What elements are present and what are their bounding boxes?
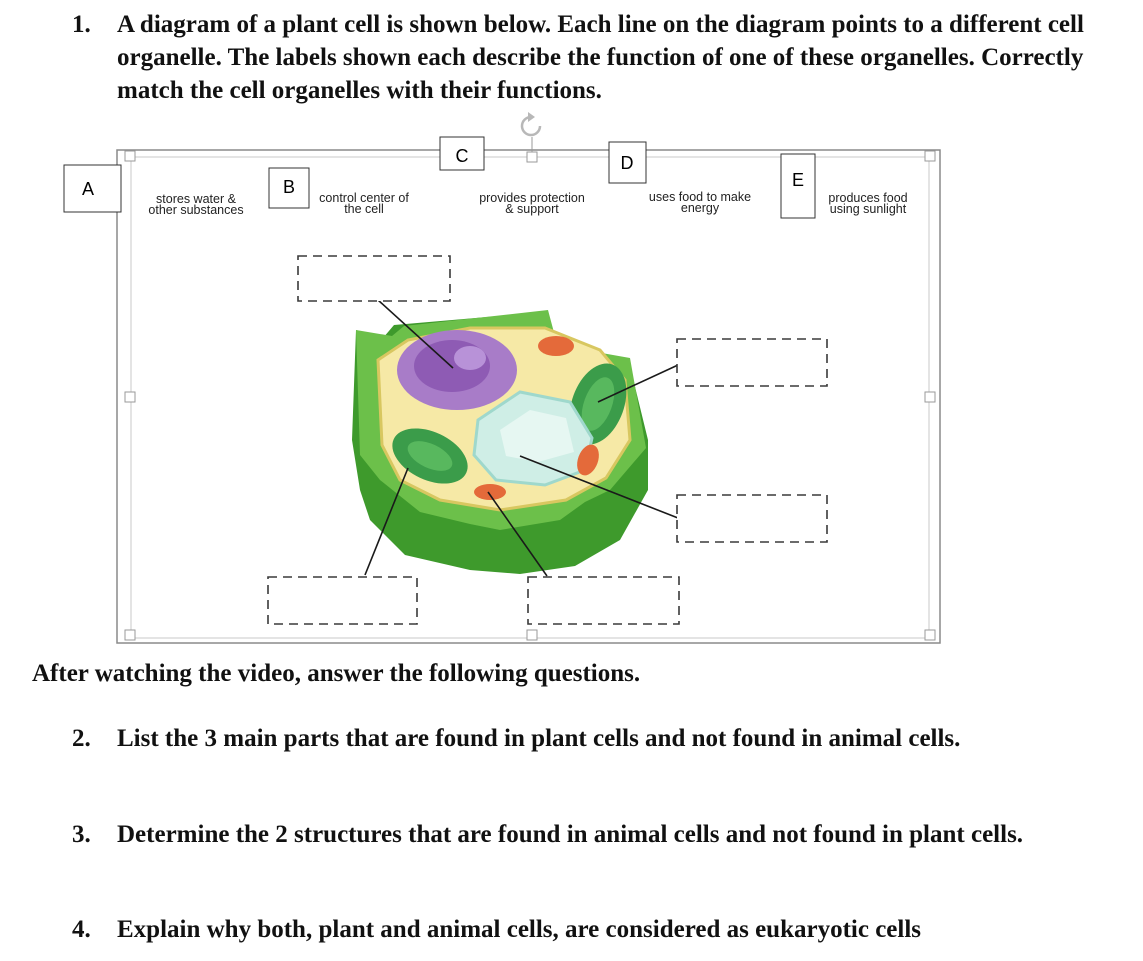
svg-text:stores water &: stores water & <box>156 192 237 206</box>
svg-text:uses food to make: uses food to make <box>649 190 751 204</box>
function-label-energy: uses food to make energy <box>649 190 751 215</box>
letter-box-a: A <box>63 164 122 213</box>
question-4: 4. Explain why both, plant and animal ce… <box>72 913 1122 946</box>
answer-box-vacuole[interactable] <box>676 494 828 543</box>
svg-text:using sunlight: using sunlight <box>830 202 907 216</box>
svg-text:the cell: the cell <box>344 202 384 216</box>
question-text: Determine the 2 structures that are foun… <box>117 821 1024 848</box>
question-text: List the 3 main parts that are found in … <box>117 725 961 752</box>
pointer-lines <box>364 299 679 577</box>
letter-box-c: C <box>439 136 485 171</box>
plant-cell-illustration <box>352 310 648 574</box>
function-label-storage: stores water & other substances <box>148 192 243 217</box>
image-selection-frame <box>116 137 941 644</box>
function-label-protection: provides protection & support <box>479 191 585 216</box>
after-video-instruction: After watching the video, answer the fol… <box>32 660 641 687</box>
question-text: A diagram of a plant cell is shown below… <box>117 11 1084 104</box>
letter-a: A <box>82 179 94 199</box>
function-label-food: produces food using sunlight <box>828 191 907 216</box>
function-label-control-center: control center of the cell <box>319 191 409 216</box>
question-2: 2. List the 3 main parts that are found … <box>72 722 1122 755</box>
question-number: 1. <box>72 11 91 38</box>
letter-box-d: D <box>608 141 647 184</box>
svg-text:provides protection: provides protection <box>479 191 585 205</box>
svg-text:produces food: produces food <box>828 191 907 205</box>
plant-cell-diagram: A B C D E stores water & other substance… <box>63 112 941 644</box>
letter-b: B <box>283 177 295 197</box>
question-1: 1. A diagram of a plant cell is shown be… <box>72 8 1122 107</box>
answer-box-mitochondria[interactable] <box>527 576 680 625</box>
letter-c: C <box>456 146 469 166</box>
question-number: 2. <box>72 725 91 752</box>
question-text: Explain why both, plant and animal cells… <box>117 916 922 943</box>
letter-box-b: B <box>268 167 310 209</box>
svg-text:control center of: control center of <box>319 191 409 205</box>
letter-e: E <box>792 170 804 190</box>
answer-box-chloroplast[interactable] <box>676 338 828 387</box>
question-number: 3. <box>72 821 91 848</box>
question-number: 4. <box>72 916 91 943</box>
svg-text:energy: energy <box>681 201 720 215</box>
answer-box-cell-wall[interactable] <box>267 576 418 625</box>
question-3: 3. Determine the 2 structures that are f… <box>72 818 1122 851</box>
letter-d: D <box>621 153 634 173</box>
letter-box-e: E <box>780 153 816 219</box>
svg-text:other substances: other substances <box>148 203 243 217</box>
answer-box-nucleus[interactable] <box>297 255 451 302</box>
rotate-handle-icon[interactable] <box>520 112 542 137</box>
svg-text:& support: & support <box>505 202 559 216</box>
